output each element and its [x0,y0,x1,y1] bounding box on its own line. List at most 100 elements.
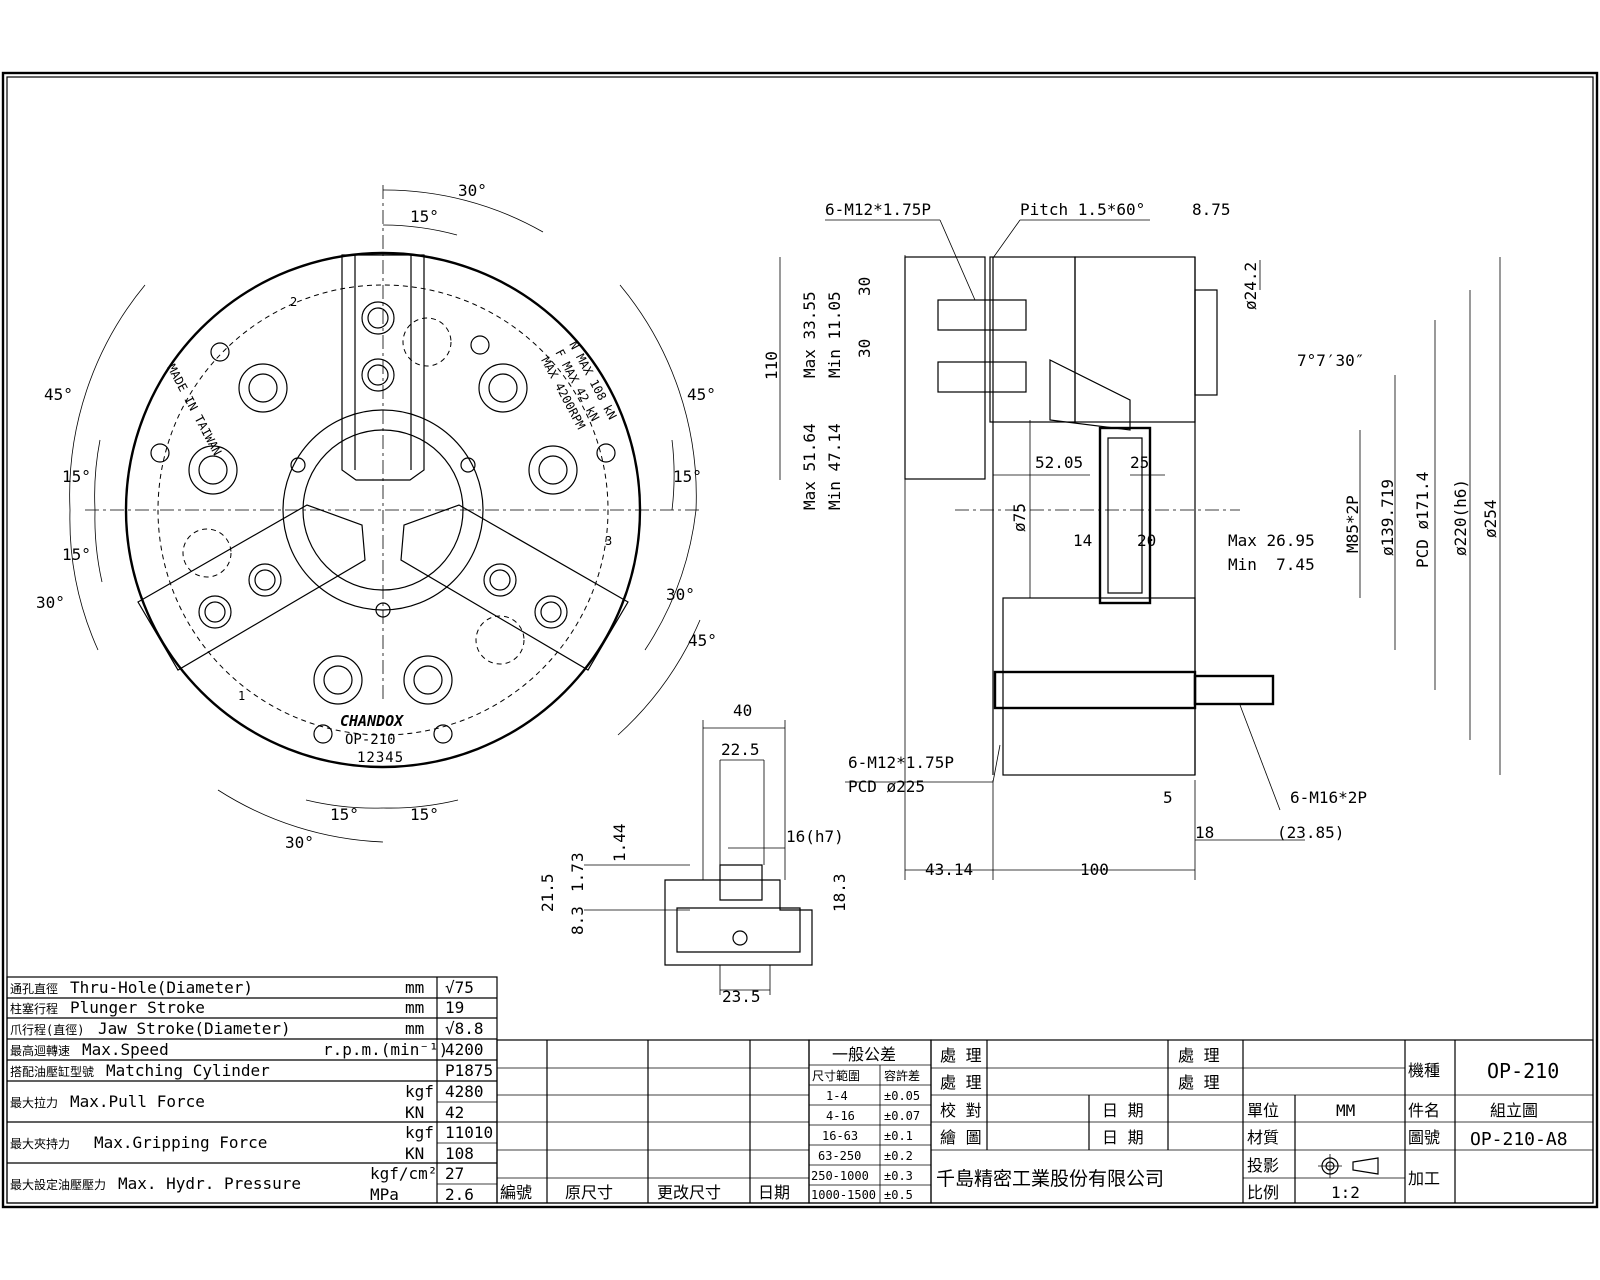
svg-text:±0.07: ±0.07 [884,1109,920,1123]
tb-draw: 繪 圖 [940,1128,982,1147]
svg-text:MPa: MPa [370,1185,399,1204]
thread-top-callout: 6-M12*1.75P [825,200,931,219]
dim-min-47-14: Min 47.14 [825,423,844,510]
dim-52-05: 52.05 [1035,453,1083,472]
projection-symbol-icon [1318,1154,1379,1178]
tolerance-col-allow: 容許差 [884,1068,920,1083]
tb-scale-value: 1:2 [1331,1183,1360,1202]
svg-text:±0.1: ±0.1 [884,1129,913,1143]
pitch-callout: Pitch 1.5*60° [1020,200,1145,219]
svg-text:最大拉力: 最大拉力 [10,1095,58,1110]
svg-text:108: 108 [445,1144,474,1163]
dim-30-b: 30 [855,339,874,358]
dim-110: 110 [762,351,781,380]
pcd225-callout: PCD ø225 [848,777,925,796]
svg-text:±0.05: ±0.05 [884,1089,920,1103]
dim-5: 5 [1163,788,1173,807]
svg-text:mm: mm [405,1019,424,1038]
brand-mark: CHANDOX [340,712,404,730]
dim-18: 18 [1195,823,1214,842]
spec-table: 通孔直徑 Thru-Hole(Diameter) mm √75 柱塞行程 Plu… [6,976,498,1204]
angle-45-right: 45° [687,385,716,404]
tb-unit-value: MM [1336,1101,1355,1120]
svg-text:mm: mm [405,978,424,997]
spec-row-thru-hole: 通孔直徑 Thru-Hole(Diameter) mm √75 [10,978,474,997]
jaw-number-2: 2 [290,295,297,309]
angle-30-bottom: 30° [285,833,314,852]
angle-45-lower-right: 45° [688,631,717,650]
jaw-number-1: 1 [238,689,245,703]
tb-handle-3: 處 理 [1178,1046,1220,1065]
angle-15-bottom-b: 15° [410,805,439,824]
dim-max-51-64: Max 51.64 [800,423,819,510]
svg-text:1-4: 1-4 [826,1089,848,1103]
made-in-mark: MADE IN TAIWAN [164,362,224,458]
svg-text:KN: KN [405,1144,424,1163]
svg-text:最大夾持力: 最大夾持力 [10,1136,70,1151]
jaw-detail-view: 40 22.5 16(h7) 1.44 1.7 3 21.5 8.3 18.3 … [538,701,849,1006]
dim-dia-75: ø75 [1010,503,1029,532]
jaw-number-3: 3 [605,534,612,548]
svg-text:4280: 4280 [445,1082,484,1101]
dim-max-26-95: Max 26.95 [1228,531,1315,550]
dim-min-11-05: Min 11.05 [825,291,844,378]
svg-text:mm: mm [405,998,424,1017]
rev-header-changed: 更改尺寸 [657,1183,721,1202]
svg-text:搭配油壓缸型號: 搭配油壓缸型號 [10,1064,94,1079]
dim-100: 100 [1080,860,1109,879]
dim-dia-24-2: ø24.2 [1241,262,1260,310]
thread-bottom-callout: 6-M12*1.75P [848,753,954,772]
rev-header-date: 日期 [758,1183,790,1202]
angle-30-top: 30° [458,181,487,200]
tb-company: 千島精密工業股份有限公司 [936,1168,1164,1190]
spec-row-hydr-pressure: 最大設定油壓壓力 Max. Hydr. Pressure kgf/cm² 27 … [10,1164,474,1204]
dim-20: 20 [1137,531,1156,550]
angle-callout: 7°7′30″ [1297,351,1364,370]
svg-text:√75: √75 [445,978,474,997]
svg-text:4200: 4200 [445,1040,484,1059]
sheet-border-outer [1,71,1599,1209]
revision-table: 編號 原尺寸 更改尺寸 日期 [496,1039,810,1204]
svg-text:kgf: kgf [405,1123,434,1142]
svg-text:Max. Hydr. Pressure: Max. Hydr. Pressure [118,1174,301,1193]
svg-text:Matching Cylinder: Matching Cylinder [106,1061,270,1080]
tb-model-label: 機種 [1408,1061,1440,1080]
svg-text:4-16: 4-16 [826,1109,855,1123]
tb-part-label: 件名 [1408,1101,1440,1120]
tb-process-label: 加工 [1408,1169,1440,1188]
m16-callout: 6-M16*2P [1290,788,1367,807]
tb-handle-1: 處 理 [940,1046,982,1065]
rev-header-no: 編號 [500,1183,532,1202]
tb-date-1: 日 期 [1102,1101,1144,1120]
rev-header-orig: 原尺寸 [565,1183,613,1202]
svg-text:±0.3: ±0.3 [884,1169,913,1183]
svg-text:42: 42 [445,1103,464,1122]
dim-43-14: 43.14 [925,860,973,879]
jaw-dim-22-5: 22.5 [721,740,760,759]
jaw-dim-1-44: 1.44 [610,823,629,862]
bolt-holes [150,301,616,744]
dim-23-85: (23.85) [1277,823,1344,842]
svg-text:27: 27 [445,1164,464,1183]
svg-text:柱塞行程: 柱塞行程 [10,1001,58,1016]
tb-part-value: 組立圖 [1490,1101,1538,1120]
jaw-dim-1-7: 1.7 [568,863,587,892]
serial-mark: 12345 [357,750,404,766]
tb-check: 校 對 [940,1101,982,1120]
svg-text:KN: KN [405,1103,424,1122]
svg-text:最高迴轉速: 最高迴轉速 [10,1043,70,1058]
svg-text:P1875: P1875 [445,1061,493,1080]
svg-text:最大設定油壓壓力: 最大設定油壓壓力 [10,1177,106,1192]
jaw-dim-23-5: 23.5 [722,987,761,1006]
dim-dia-139: ø139.719 [1378,479,1397,556]
svg-text:±0.5: ±0.5 [884,1188,913,1202]
title-block: 處 理 處 理 校 對 繪 圖 日 期 日 期 處 理 處 理 千島精密工業股份… [930,1039,1594,1204]
dim-m85: M85*2P [1343,495,1362,553]
tb-handle-2: 處 理 [940,1073,982,1092]
spec-row-max-speed: 最高迴轉速 Max.Speed r.p.m.(min⁻¹) 4200 [10,1040,484,1059]
svg-text:16-63: 16-63 [822,1129,858,1143]
angle-45-left: 45° [44,385,73,404]
tb-dwg-value: OP-210-A8 [1470,1129,1568,1150]
svg-text:±0.2: ±0.2 [884,1149,913,1163]
